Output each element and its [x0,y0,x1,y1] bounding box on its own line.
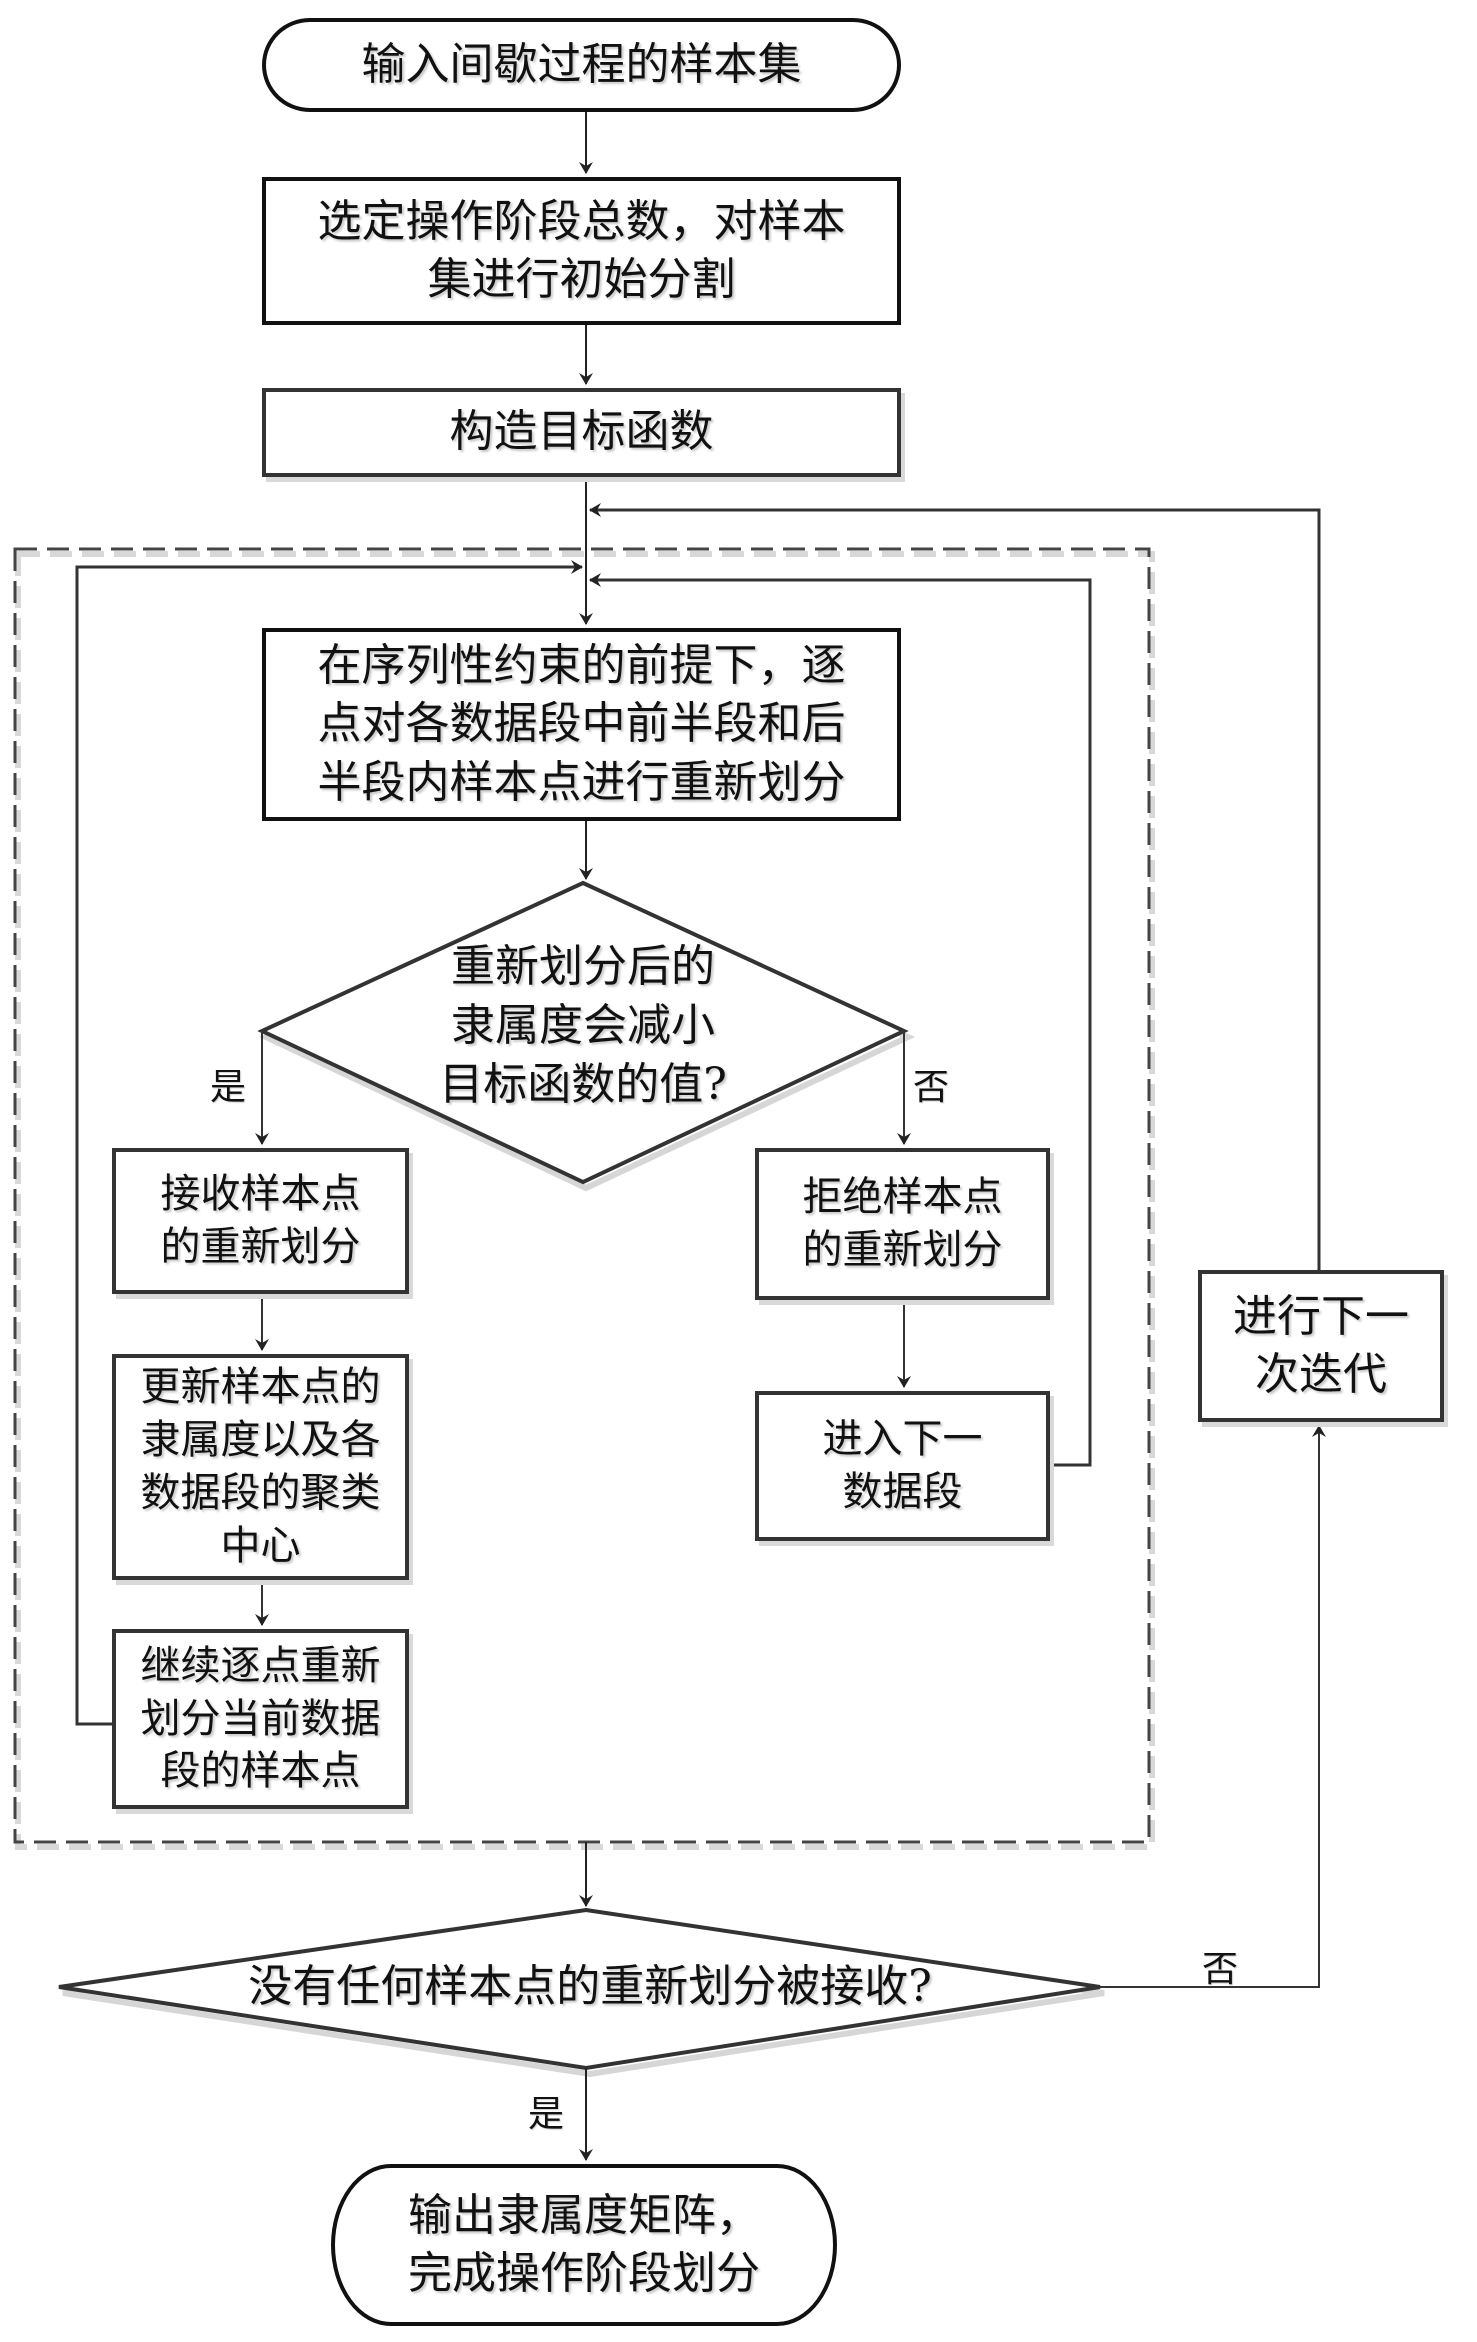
no-label-inner: 否 [913,1067,950,1108]
reject-box: 拒绝样本点 的重新划分 [755,1148,1050,1300]
accept-line-1: 接收样本点 [160,1171,361,1218]
init-split-line-2: 集进行初始分割 [427,254,736,305]
edge-decision2-no [1100,1425,1326,1988]
repartition-line-1: 在序列性约束的前提下，逐 [317,640,846,692]
update-line-2: 隶属度以及各 [140,1417,381,1464]
next-segment-line-2: 数据段 [842,1469,963,1515]
next-iteration-line-1: 进行下一 [1233,1290,1409,1342]
accept-line-2: 的重新划分 [160,1224,361,1270]
continue-line-1: 继续逐点重新 [140,1642,381,1689]
build-objective-label: 构造目标函数 [449,406,714,458]
end-line-1: 输出隶属度矩阵， [408,2189,760,2241]
edge-continue-loop [75,560,583,1726]
next-iteration-line-2: 次迭代 [1255,1349,1387,1400]
start-terminal: 输入间歇过程的样本集 [262,18,901,112]
reject-line-2: 的重新划分 [802,1227,1003,1273]
next-iteration-box: 进行下一 次迭代 [1198,1270,1444,1422]
next-segment-line-1: 进入下一 [822,1416,983,1463]
decision-reduce-line-3: 目标函数的值? [439,1058,727,1110]
update-line-3: 数据段的聚类 [140,1470,381,1516]
decision-reduce-line-1: 重新划分后的 [451,941,715,992]
yes-label-inner: 是 [210,1067,247,1108]
repartition-box: 在序列性约束的前提下，逐 点对各数据段中前半段和后 半段内样本点进行重新划分 [262,628,901,821]
continue-line-2: 划分当前数据 [140,1695,381,1742]
decision-none-accepted-label: 没有任何样本点的重新划分被接收? [248,1961,932,2012]
continue-box: 继续逐点重新 划分当前数据 段的样本点 [112,1629,409,1809]
end-line-2: 完成操作阶段划分 [408,2248,760,2299]
update-line-4: 中心 [220,1522,301,1569]
no-label-outer: 否 [1202,1949,1239,1990]
init-split-line-1: 选定操作阶段总数，对样本 [317,195,846,247]
next-segment-box: 进入下一 数据段 [755,1391,1050,1541]
decision-none-accepted-text: 没有任何样本点的重新划分被接收? [140,1958,1040,2017]
edge-next-iteration-loop [589,503,1321,1270]
continue-line-3: 段的样本点 [160,1748,361,1795]
accept-box: 接收样本点 的重新划分 [112,1148,409,1294]
edge-next-segment-loop [589,573,1092,1467]
init-split-box: 选定操作阶段总数，对样本 集进行初始分割 [262,177,901,325]
decision-reduce-shape [257,880,909,1185]
decision-reduce-line-2: 隶属度会减小 [451,999,715,1051]
decision-reduce-text: 重新划分后的 隶属度会减小 目标函数的值? [383,938,783,1115]
build-objective-box: 构造目标函数 [262,388,901,477]
iteration-group-frame [13,547,1151,1844]
end-terminal: 输出隶属度矩阵， 完成操作阶段划分 [331,2164,837,2326]
yes-label-outer: 是 [528,2094,565,2135]
update-line-1: 更新样本点的 [140,1364,381,1411]
repartition-line-3: 半段内样本点进行重新划分 [317,756,846,808]
start-label: 输入间歇过程的样本集 [361,38,802,90]
update-box: 更新样本点的 隶属度以及各 数据段的聚类 中心 [112,1354,409,1580]
repartition-line-2: 点对各数据段中前半段和后 [317,698,846,750]
reject-line-1: 拒绝样本点 [802,1174,1003,1221]
